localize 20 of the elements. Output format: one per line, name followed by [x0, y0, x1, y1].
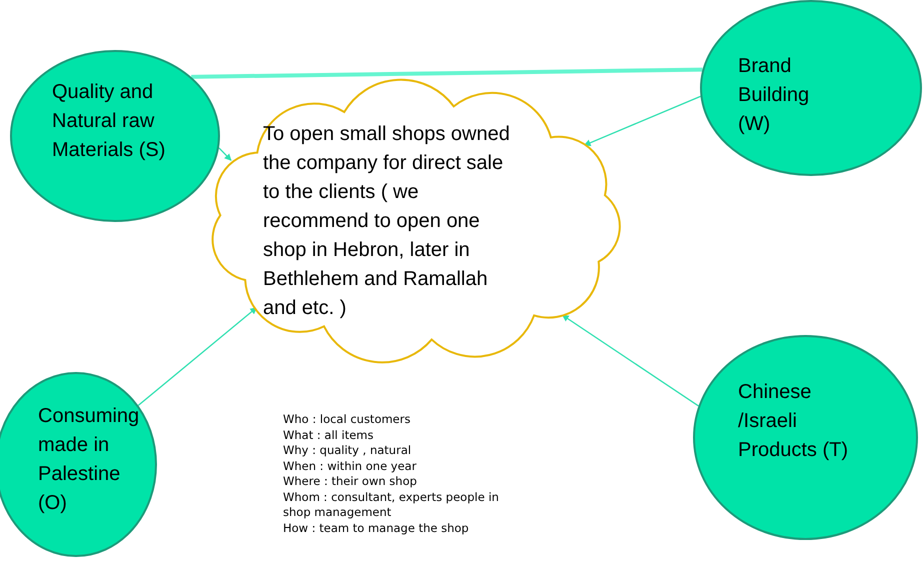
connector-line [191, 68, 702, 79]
arrow [218, 147, 232, 161]
node-label: Brand Building (W) [738, 54, 810, 137]
node-label: To open small shops owned the company for direct sale to the clients ( we recommend to open one shop in Hebron, later in Bethlehem and Ramallah and etc. ) [263, 122, 511, 321]
ellipse-node [693, 335, 918, 540]
arrow [138, 307, 258, 406]
note-text: How : team to manage the shop [283, 520, 470, 536]
note-text: Who : local customers [283, 412, 412, 428]
ellipse-node [10, 50, 220, 222]
note-text: Where : their own shop [283, 474, 418, 490]
node-label: Consuming made in Palestine (O) [38, 404, 140, 516]
arrow [584, 96, 701, 146]
ellipse-node [700, 0, 922, 176]
note-text: Whom : consultant, experts people in shop management [283, 490, 500, 520]
note-text: When : within one year [283, 458, 418, 474]
node-label: Quality and Natural raw Materials (S) [52, 80, 166, 163]
note-text: Why : quality , natural [283, 443, 412, 458]
node-label: Chinese /Israeli Products (T) [738, 380, 850, 463]
note-text: What : all items [283, 428, 374, 443]
arrow [562, 314, 699, 406]
